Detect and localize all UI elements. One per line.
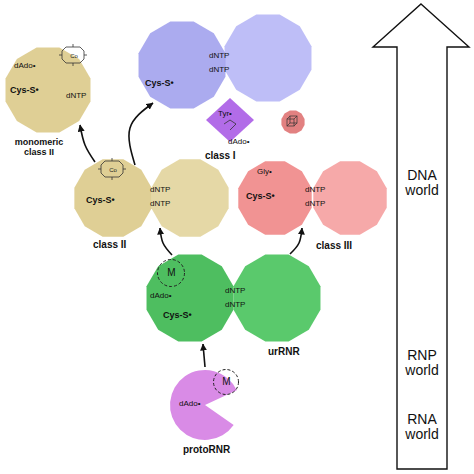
class-iii-dimer: dAdo• Gly• Cys-S• dNTP dNTP class III <box>222 108 392 258</box>
timeline-arrow-outline <box>373 4 469 469</box>
urrnr-dimer: dAdo• Cys-S• dNTP dNTP urRNR M <box>140 250 330 362</box>
era-label: RNA world <box>397 412 447 443</box>
subunit-shape <box>234 255 321 342</box>
era-label: DNA world <box>397 168 447 199</box>
evolution-arrow <box>203 344 205 367</box>
class-label: protoRNR <box>183 444 230 455</box>
class-label: class II <box>93 239 126 250</box>
radical-label: Tyr• <box>218 110 232 119</box>
node-outline <box>206 98 254 142</box>
protornr-pacman: dAdo• protoRNR M <box>165 365 265 460</box>
node-outline <box>222 108 392 258</box>
metal-site-circle: M <box>212 368 241 396</box>
class-i-dimer: Cys-S• dNTP dNTP class I Tyr• <box>135 15 315 167</box>
cofactor-label: Co <box>102 167 124 173</box>
class-label: class I <box>205 150 236 161</box>
site-label: dNTP <box>225 301 245 310</box>
site-label: dNTP <box>209 52 229 61</box>
site-label: Gly• <box>257 168 272 177</box>
evolution-arrow <box>290 228 302 254</box>
subunit-shape <box>151 159 228 236</box>
class-label: class III <box>316 240 352 251</box>
evolution-arrow <box>129 103 153 165</box>
site-label: dAdo• <box>228 138 249 147</box>
site-label: dNTP <box>150 186 170 195</box>
site-label: dNTP <box>66 92 86 101</box>
residue-label: Cys-S• <box>246 192 275 202</box>
cluster-cube <box>287 116 297 126</box>
site-label: dNTP <box>305 186 325 195</box>
subunit-shape <box>238 161 311 234</box>
evolution-arrow <box>80 125 95 162</box>
tyrosyl-diamond: Tyr• <box>206 98 254 142</box>
metal-label: M <box>212 376 241 387</box>
subunit-shape <box>225 15 312 102</box>
site-label: dNTP <box>150 200 170 209</box>
site-label: dAdo• <box>14 62 35 71</box>
residue-label: Cys-S• <box>163 311 192 321</box>
subunit-shape <box>5 47 90 132</box>
tyrosyl-subunit <box>206 98 254 142</box>
tyrosine-icon <box>224 120 236 130</box>
residue-label: Cys-S• <box>86 196 115 206</box>
site-label: dNTP <box>225 287 245 296</box>
residue-label: Cys-S• <box>10 86 39 96</box>
subunit-shape <box>147 255 234 342</box>
cofactor-label: Co <box>63 53 85 59</box>
class-ii-dimer: Cys-S• dNTP dNTP class II <box>70 155 235 255</box>
class-label: urRNR <box>268 346 300 357</box>
node-outline <box>372 3 471 471</box>
cobalamin-icon <box>59 44 87 66</box>
subunit-shape <box>313 161 386 234</box>
site-label: dNTP <box>209 66 229 75</box>
monomeric-class-ii-protein: dAdo• Cys-S• dNTP monomeric class II <box>3 42 97 166</box>
evolution-arrow <box>160 228 172 255</box>
timeline-arrow: DNA worldRNP worldRNA world <box>372 3 471 471</box>
class-label: monomeric class II <box>8 138 70 158</box>
node-outline <box>135 15 315 167</box>
metal-site-circle: M <box>156 258 187 288</box>
subunit-shape <box>74 159 151 236</box>
cobalamin-icon <box>98 158 126 180</box>
site-label: dAdo• <box>179 400 200 409</box>
iron-sulfur-cluster <box>281 110 304 133</box>
era-label: RNP world <box>397 348 447 379</box>
metal-label: M <box>156 267 187 278</box>
residue-label: Cys-S• <box>145 79 174 89</box>
site-label: dAdo• <box>150 292 171 301</box>
subunit-shape <box>139 22 226 109</box>
site-label: dNTP <box>305 200 325 209</box>
